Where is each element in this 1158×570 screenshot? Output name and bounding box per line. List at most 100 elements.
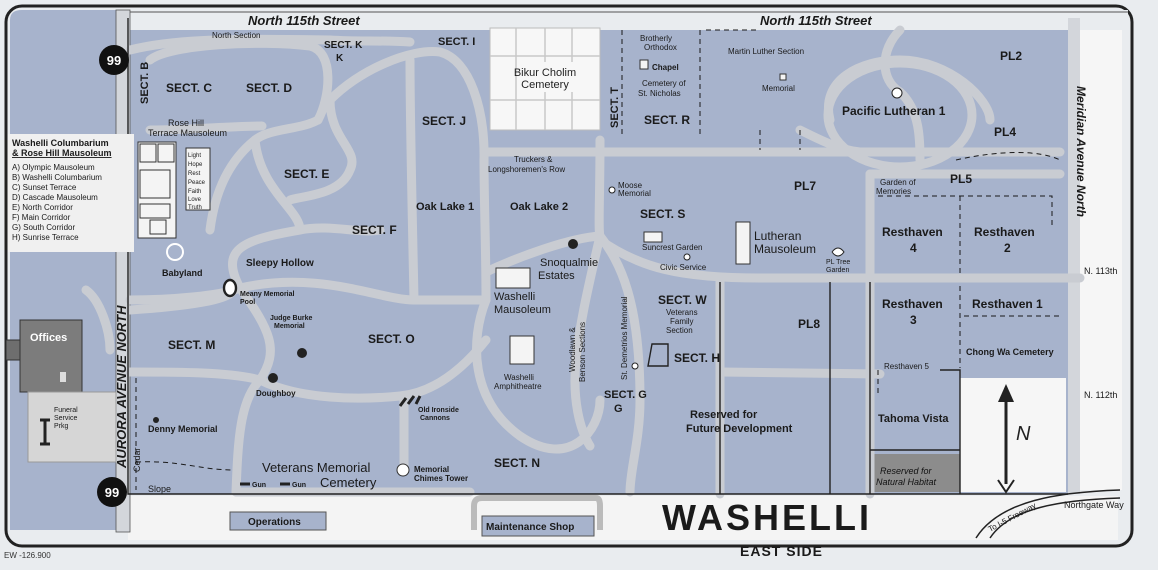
judge-burke-label-2: Memorial [274,323,305,330]
operations-building [229,511,327,531]
washelli-mausoleum-label-2: Mausoleum [494,304,551,316]
offices-building [19,319,83,393]
rose-hill-label-2: Terrace Mausoleum [148,128,227,138]
legend-item: H) Sunrise Terrace [12,233,79,242]
section-t: SECT. T [609,87,621,128]
doughboy-label: Doughboy [256,389,296,398]
section-e: SECT. E [284,167,329,181]
veterans-family-label-2: Family [670,317,694,326]
truckers-label-2: Longshoremen's Row [488,165,565,174]
sleepy-hollow-label: Sleepy Hollow [246,258,314,269]
legend-item: G) South Corridor [12,223,75,232]
lutheran-mausoleum-label-2: Mausoleum [754,242,816,256]
meany-pool-marker [222,278,238,298]
chapel-label: Chapel [652,63,679,72]
resthaven-2-label: Resthaven [974,225,1035,239]
lutheran-mausoleum-building [735,221,751,265]
natural-habitat-area [870,454,960,492]
meany-label: Meany Memorial [240,291,295,298]
woodlawn-label-2: Benson Sections [578,322,587,382]
funeral-label-2: Service [54,415,77,422]
lutheran-mausoleum-label: Lutheran [754,229,801,243]
row-label: Rest [188,171,201,177]
nicholas-label-2: St. Nicholas [638,89,681,98]
oak-lake-1-label: Oak Lake 1 [416,201,474,213]
natural-habitat-label-2: Natural Habitat [876,477,937,487]
resthaven-4-number: 4 [910,241,917,255]
moose-label-2: Memorial [618,189,651,198]
babyland-marker [166,243,184,261]
bikur-cholim-label: Bikur Cholim [514,67,576,79]
chimes-label: Memorial [414,465,449,474]
vmc-label-2: Cemetery [320,475,377,490]
rose-hill-rows [185,147,211,211]
tahoma-label: Tahoma Vista [878,413,949,425]
street-northgate: Northgate Way [1064,500,1124,510]
label-cedar: Cedar [132,447,142,472]
resthaven-2-number: 2 [1004,241,1011,255]
pl8-label: PL8 [798,317,820,331]
section-i: SECT. I [438,36,475,48]
row-label: Hope [188,162,203,168]
future-dev-label-2: Future Development [686,423,793,435]
resthaven-1-label: Resthaven 1 [972,297,1043,311]
legend-item: B) Washelli Columbarium [12,173,102,182]
row-label: Peace [188,180,206,186]
pacific-lutheran-label: Pacific Lutheran 1 [842,104,946,118]
chong-wa-label: Chong Wa Cemetery [966,347,1054,357]
veterans-family-label-3: Section [666,326,693,335]
judge-burke-label: Judge Burke [270,315,313,322]
pl-tree-label: PL Tree [826,259,850,266]
pl2-label: PL2 [1000,49,1022,63]
resthaven-5-label: Resthaven 5 [884,362,929,371]
funeral-label-3: Prkg [54,423,69,430]
legend-item: E) North Corridor [12,203,73,212]
martin-luther-label: Martin Luther Section [728,47,804,56]
resthaven-4-label: Resthaven [882,225,943,239]
map-frame [4,4,1134,548]
section-r: SECT. R [644,113,690,127]
veterans-family-label: Veterans [666,308,698,317]
section-f: SECT. F [352,223,397,237]
moose-label: Moose [618,181,643,190]
maintenance-building [481,515,595,537]
future-dev-label: Reserved for [690,409,758,421]
compass-area [960,378,1066,492]
map-subtitle: EAST SIDE [740,543,823,559]
suncrest-garden-building [643,231,663,243]
street-n112: N. 112th [1084,390,1117,400]
cemetery-paths [81,25,1085,499]
route-99-top: 99 [107,53,121,68]
natural-habitat-label: Reserved for [880,466,933,476]
chimes-tower-marker [396,463,410,477]
legend-title-2: & Rose Hill Mausoleum [12,148,112,158]
north-section-label: North Section [212,31,260,40]
nicholas-label: Cemetery of [642,79,686,88]
legend-box [8,134,134,252]
washelli-mausoleum-building [495,267,531,289]
pl5-label: PL5 [950,172,972,186]
section-j: SECT. J [422,114,466,128]
resthaven-3-label: Resthaven [882,297,943,311]
row-label: Faith [188,189,201,195]
section-k: SECT. K [324,40,363,51]
st-demetrios-label: St. Demetrios Memorial [620,296,629,380]
funeral-label: Funeral [54,407,78,414]
vmc-label: Veterans Memorial [262,460,370,475]
row-label: Truth [188,205,202,211]
map-title: WASHELLI [662,497,872,538]
section-b: SECT. B [139,62,151,104]
garden-memories-label: Garden of [880,178,916,187]
bikur-cholim-label-2: Cemetery [521,79,569,91]
pl7-label: PL7 [794,179,816,193]
amphitheatre-label-2: Amphitheatre [494,382,542,391]
section-g-letter: G [614,403,623,415]
ironside-label: Old Ironside [418,407,459,414]
amphitheatre-building [509,335,535,365]
garden-memories-label-2: Memories [876,187,911,196]
operations-label: Operations [248,517,301,528]
section-k-letter: K [336,53,344,64]
gun-label: Gun [292,482,306,489]
rose-hill-label: Rose Hill [168,118,204,128]
label-slope: Slope [148,484,171,494]
